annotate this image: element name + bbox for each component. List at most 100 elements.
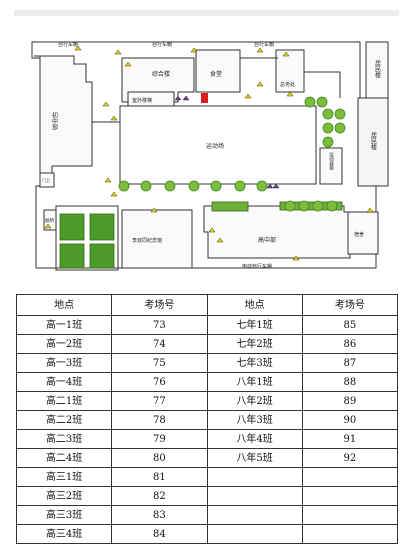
room-number-cell: 74 [111, 334, 208, 354]
tree-icon [140, 180, 152, 192]
direction-marker-icon [256, 81, 264, 87]
gate-room-box [39, 172, 55, 188]
room-number-cell [301, 467, 399, 487]
sports-field [119, 105, 317, 185]
toilet-label: 厕所 [45, 217, 54, 224]
direction-marker-icon [366, 207, 374, 213]
tree-icon [234, 180, 246, 192]
garden-frame [55, 205, 119, 271]
tree-icon [322, 122, 334, 134]
memorial-hall-label: 李叔同纪念馆 [132, 237, 162, 244]
location-cell [206, 467, 303, 487]
tree-icon [118, 180, 130, 192]
direction-marker-icon [292, 255, 300, 261]
dormitory-label: 宿舍 [354, 231, 364, 238]
residential-label-1: 居民楼 [374, 60, 381, 79]
location-cell: 八年3班 [206, 410, 303, 430]
room-number-cell: 87 [301, 353, 399, 373]
senior-high-building [203, 205, 351, 259]
room-number-cell: 88 [301, 372, 399, 392]
tree-icon [256, 180, 268, 192]
marker-group [44, 45, 374, 261]
location-cell: 高二1班 [15, 391, 113, 411]
bike-shed-label-1: 自行车棚 [58, 41, 78, 48]
direction-marker-icon [74, 45, 82, 51]
tree-icon [334, 122, 346, 134]
room-number-cell [301, 486, 399, 506]
canteen-label: 食堂 [210, 70, 222, 78]
direction-marker-icon [114, 49, 122, 55]
ev-shed-label: 电动自行车棚 [242, 263, 272, 270]
canteen-building [195, 49, 241, 93]
room-number-cell: 86 [301, 334, 399, 354]
location-cell: 高三1班 [15, 467, 113, 487]
partition-lines [92, 57, 341, 123]
general-affairs-label: 总务处 [280, 81, 295, 88]
room-number-cell: 76 [111, 372, 208, 392]
direction-marker-icon [286, 91, 294, 97]
direction-marker-icon [104, 177, 112, 183]
tree-icon [322, 136, 334, 148]
entrance-marker-icon [174, 95, 182, 101]
col-header-room-1: 考场号 [111, 294, 208, 316]
location-cell: 七年2班 [206, 334, 303, 354]
location-cell: 八年4班 [206, 429, 303, 449]
direction-marker-icon [190, 47, 198, 53]
garden-bed [59, 213, 85, 241]
room-number-cell: 85 [301, 315, 399, 335]
senior-high-label: 高中部 [258, 236, 276, 244]
tree-group [118, 96, 346, 212]
tree-icon [312, 200, 324, 212]
tree-icon [322, 108, 334, 120]
junior-high-label: 初中部 [51, 111, 58, 131]
location-cell: 高二3班 [15, 429, 113, 449]
bike-shed-label-3: 自行车棚 [254, 41, 274, 48]
location-cell: 高一2班 [15, 334, 113, 354]
tree-icon [334, 108, 346, 120]
room-number-cell: 73 [111, 315, 208, 335]
location-cell: 高一3班 [15, 353, 113, 373]
tree-icon [210, 180, 222, 192]
location-cell: 高三3班 [15, 505, 113, 525]
garden-bed [59, 243, 85, 269]
direction-marker-icon [256, 47, 264, 53]
complex-building [121, 57, 195, 103]
hedge [211, 201, 249, 212]
room-number-cell [301, 505, 399, 525]
location-cell: 高一1班 [15, 315, 113, 335]
location-cell: 高三4班 [15, 524, 113, 544]
direction-marker-icon [208, 227, 216, 233]
tree-icon [304, 96, 316, 108]
room-number-cell: 91 [301, 429, 399, 449]
sports-equipment-label: 运动器械 [329, 151, 334, 172]
location-cell: 七年3班 [206, 353, 303, 373]
room-number-cell: 84 [111, 524, 208, 544]
room-number-cell: 77 [111, 391, 208, 411]
direction-marker-icon [216, 237, 224, 243]
direction-marker-icon [124, 61, 132, 67]
tree-icon [316, 96, 328, 108]
memorial-hall-building [121, 209, 193, 269]
col-header-location-1: 地点 [15, 294, 113, 316]
header-bar [14, 10, 399, 16]
junior-high-building [34, 55, 93, 187]
location-cell: 七年1班 [206, 315, 303, 335]
dormitory-building [347, 211, 379, 255]
residential-label-2: 居民楼 [370, 132, 377, 151]
tree-icon [298, 200, 310, 212]
sports-field-label: 运动场 [206, 142, 224, 150]
entrance-marker-icon [182, 95, 190, 101]
complex-building-label: 综合楼 [152, 70, 170, 78]
hedge [279, 201, 343, 211]
tree-icon [326, 200, 338, 212]
